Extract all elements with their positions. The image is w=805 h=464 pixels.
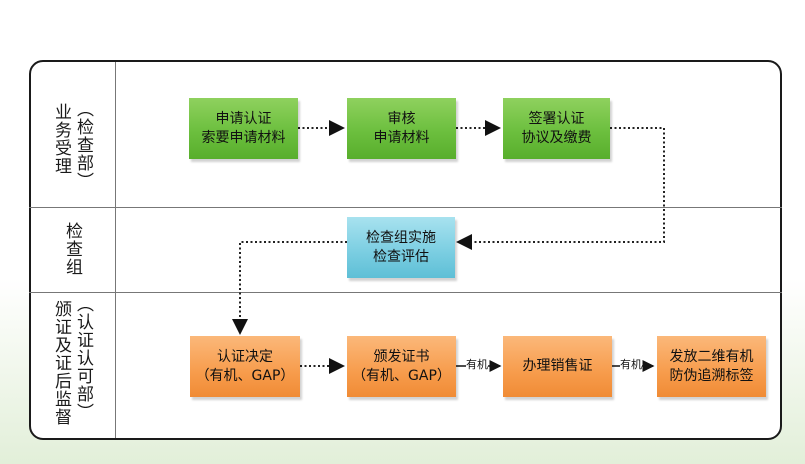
step-sign-line2: 协议及缴费: [521, 129, 592, 146]
lane-divider-2: [29, 292, 782, 293]
step-review: 审核 申请材料: [347, 98, 456, 159]
step-decision-line1: 认证决定: [217, 348, 273, 365]
lane-label-certification: 颁证及证后监督: [51, 300, 71, 426]
step-sales-line1: 办理销售证: [522, 358, 593, 374]
step-decision-line2: （有机、GAP）: [195, 367, 295, 384]
step-label-line1: 发放二维有机: [669, 348, 754, 365]
lane-divider-1: [29, 207, 782, 208]
step-issue-line1: 颁发证书: [373, 348, 430, 365]
edge-label-issue-to-sales: 有机: [466, 358, 488, 371]
step-apply-line2: 索要申请材料: [201, 129, 286, 146]
step-sign: 签署认证 协议及缴费: [503, 98, 610, 159]
step-review-line1: 审核: [387, 110, 416, 127]
lane-sub-business: （检查部）: [73, 100, 93, 190]
step-apply: 申请认证 索要申请材料: [189, 98, 298, 159]
step-label: 发放二维有机 防伪追溯标签: [657, 336, 766, 397]
step-decision: 认证决定 （有机、GAP）: [190, 336, 300, 397]
step-label-line2: 防伪追溯标签: [669, 367, 754, 384]
step-inspect-line2: 检查评估: [373, 248, 429, 265]
arrow-sign-to-inspect: [456, 127, 665, 250]
lane-divider-vertical: [115, 62, 116, 438]
lane-label-business: 业务受理: [51, 103, 71, 175]
step-apply-line1: 申请认证: [215, 110, 272, 127]
edge-label-sales-to-label: 有机: [620, 358, 642, 371]
step-inspect-line1: 检查组实施: [366, 229, 436, 246]
step-sign-line1: 签署认证: [528, 110, 585, 127]
step-inspect: 检查组实施 检查评估: [347, 217, 455, 278]
arrow-inspect-to-decision: [232, 241, 347, 335]
lane-label-inspection: 检查组: [62, 222, 82, 276]
step-issue-line2: （有机、GAP）: [352, 367, 451, 384]
step-sales: 办理销售证: [503, 336, 612, 397]
lane-sub-certification: （认证认可部）: [73, 295, 93, 421]
step-issue: 颁发证书 （有机、GAP）: [347, 336, 456, 397]
step-review-line2: 申请材料: [373, 129, 430, 146]
